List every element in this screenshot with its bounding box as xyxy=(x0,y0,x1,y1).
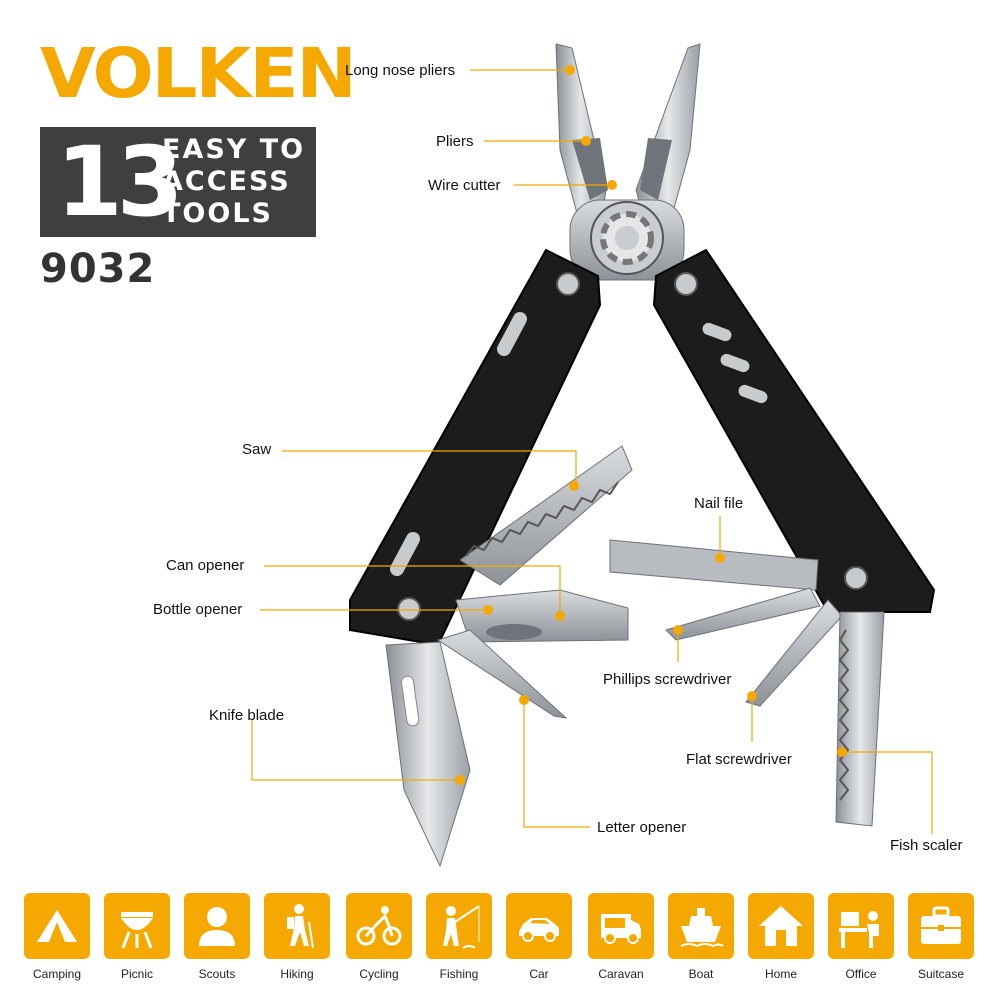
label-letter-opener: Letter opener xyxy=(597,819,687,836)
label-pliers: Pliers xyxy=(436,133,474,150)
cyclist-icon xyxy=(356,906,402,946)
brand-logo: VOLKEN xyxy=(40,38,357,108)
use-suitcase: Suitcase xyxy=(907,893,975,981)
use-hiking: Hiking xyxy=(263,893,331,981)
callout-lines xyxy=(251,69,933,834)
label-saw: Saw xyxy=(242,441,272,458)
tool-count: 13 xyxy=(56,126,184,238)
use-caravan: Caravan xyxy=(587,893,655,981)
hiker-icon xyxy=(287,904,314,949)
person-icon xyxy=(199,907,235,946)
use-label: Fishing xyxy=(439,967,479,981)
van-icon xyxy=(601,914,641,944)
label-knife-blade: Knife blade xyxy=(209,707,285,724)
tool-count-badge: 13 EASY TO ACCESS TOOLS xyxy=(40,127,316,237)
use-label: Car xyxy=(529,967,549,981)
left-handle xyxy=(349,248,602,647)
use-camping: Camping xyxy=(23,893,91,981)
office-icon xyxy=(839,911,879,948)
use-cycling: Cycling xyxy=(345,893,413,981)
home-icon xyxy=(759,906,803,946)
multitool-illustration xyxy=(251,43,936,868)
use-case-row: Camping Picnic Scouts Hiking Cycling Fis… xyxy=(0,893,1000,1000)
badge-line-1: EASY TO xyxy=(162,134,306,165)
use-label: Suitcase xyxy=(917,967,965,981)
grill-icon xyxy=(121,912,153,949)
use-label: Boat xyxy=(688,967,714,981)
label-phillips-screwdriver: Phillips screwdriver xyxy=(603,671,732,688)
use-scouts: Scouts xyxy=(183,893,251,981)
use-label: Scouts xyxy=(198,967,236,981)
label-fish-scaler: Fish scaler xyxy=(890,837,963,854)
use-label: Camping xyxy=(32,967,82,981)
use-label: Hiking xyxy=(280,967,314,981)
pivot-hub xyxy=(569,199,685,281)
fishing-icon xyxy=(443,905,480,949)
car-icon xyxy=(519,918,559,942)
label-long-nose-pliers: Long nose pliers xyxy=(345,62,456,79)
suitcase-icon xyxy=(921,906,961,944)
use-boat: Boat xyxy=(667,893,735,981)
right-handle xyxy=(652,248,936,613)
label-bottle-opener: Bottle opener xyxy=(153,601,243,618)
use-car: Car xyxy=(505,893,573,981)
boat-icon xyxy=(680,908,724,948)
brand-name: VOLKEN xyxy=(40,33,357,113)
tent-icon xyxy=(37,910,77,942)
phillips-screwdriver xyxy=(665,587,821,641)
use-fishing: Fishing xyxy=(425,893,493,981)
use-label: Home xyxy=(764,967,797,981)
use-picnic: Picnic xyxy=(103,893,171,981)
label-nail-file: Nail file xyxy=(694,495,744,512)
use-home: Home xyxy=(747,893,815,981)
use-label: Picnic xyxy=(120,967,153,981)
label-can-opener: Can opener xyxy=(166,557,245,574)
label-flat-screwdriver: Flat screwdriver xyxy=(686,751,792,768)
badge-line-2: ACCESS xyxy=(162,166,291,197)
badge-line-3: TOOLS xyxy=(162,198,273,229)
callout-dots xyxy=(455,65,847,785)
use-office: Office xyxy=(827,893,895,981)
use-label: Caravan xyxy=(598,967,644,981)
nail-file xyxy=(609,539,819,591)
opener-tools xyxy=(455,589,629,643)
use-label: Office xyxy=(845,967,877,981)
model-number: 9032 xyxy=(40,246,156,292)
knife-blade xyxy=(385,641,471,868)
label-wire-cutter: Wire cutter xyxy=(428,177,501,194)
use-label: Cycling xyxy=(359,967,399,981)
letter-opener xyxy=(436,629,568,719)
